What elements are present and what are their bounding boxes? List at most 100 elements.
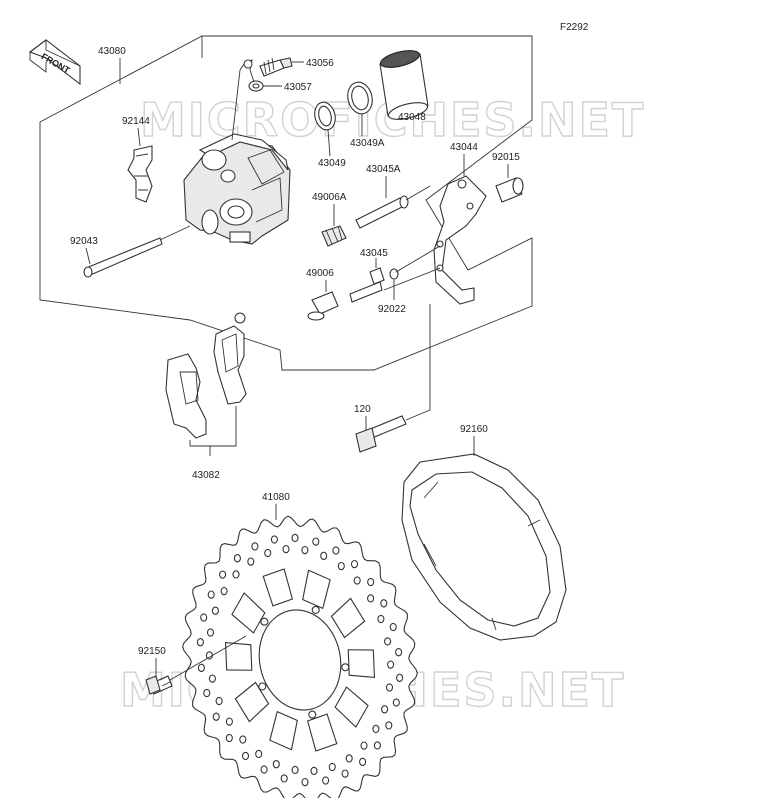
slide-pin (349, 267, 385, 303)
label-43057: 43057 (284, 82, 312, 93)
disc-hole (384, 637, 392, 646)
disc-hole (208, 674, 216, 683)
disc-hole (373, 741, 381, 750)
label-92043: 92043 (70, 236, 98, 247)
disc-hole (367, 594, 375, 603)
bleed-valve (259, 57, 293, 77)
disc-hole (367, 577, 375, 587)
label-43048: 43048 (398, 112, 426, 123)
disc-hole (211, 606, 219, 615)
disc-hole (282, 544, 290, 554)
disc-hole (225, 717, 233, 726)
disc-hole (385, 683, 394, 692)
label-49006a: 49006A (312, 192, 347, 203)
label-92022: 92022 (378, 304, 406, 315)
disc-hole (220, 586, 228, 596)
disc-hole (380, 599, 388, 608)
label-49006: 49006 (306, 268, 334, 279)
mounting-bolt (355, 415, 407, 453)
disc-hole (341, 769, 349, 778)
disc-window (306, 713, 338, 752)
disc-hole (232, 570, 240, 579)
disc-hole (215, 696, 223, 706)
disc-window (334, 686, 369, 728)
disc-hole (197, 663, 205, 672)
disc-hole (200, 613, 208, 622)
label-92150: 92150 (138, 646, 166, 657)
disc-bolt-hole (260, 617, 269, 626)
caliper-assembly-outline (39, 35, 533, 371)
label-92015: 92015 (492, 152, 520, 163)
label-92160: 92160 (460, 424, 488, 435)
label-43082: 43082 (192, 470, 220, 481)
disc-hole (372, 724, 380, 734)
disc-hole (203, 688, 211, 698)
disc-hole (225, 733, 233, 743)
disc-hole (377, 614, 385, 624)
disc-hole (251, 542, 259, 551)
label-120: 120 (354, 404, 371, 415)
disc-bolt (145, 675, 173, 695)
disc-hole (272, 760, 280, 769)
label-43045: 43045 (360, 248, 388, 259)
brake-pad-rear (165, 353, 207, 439)
disc-hole (389, 622, 397, 632)
label-41080: 41080 (262, 492, 290, 503)
boot (495, 177, 524, 203)
disc-hole (241, 751, 250, 761)
disc-bolt-hole (311, 605, 320, 614)
pad-pin (83, 237, 163, 278)
disc-hole (392, 698, 400, 707)
disc-hub (258, 609, 342, 711)
disc-hole (264, 548, 272, 558)
disc-hole (219, 570, 227, 579)
disc-hole (310, 766, 318, 776)
label-43056: 43056 (306, 58, 334, 69)
slide-pin-a (355, 195, 409, 229)
disc-hole (280, 774, 288, 783)
front-arrow-icon: FRONT (28, 39, 81, 86)
brake-caliper (183, 133, 291, 245)
disc-hole (360, 741, 368, 750)
piston (379, 50, 429, 120)
dust-seal (347, 81, 373, 115)
label-43049a: 43049A (350, 138, 385, 149)
disc-hole (270, 535, 278, 544)
disc-hole (387, 660, 395, 669)
label-43044: 43044 (450, 142, 478, 153)
disc-hole (196, 638, 204, 647)
disc-bolt-hole (308, 710, 317, 719)
disc-hole (337, 561, 345, 571)
disc-hole (395, 648, 403, 657)
label-43045a: 43045A (366, 164, 401, 175)
disc-window (302, 569, 331, 610)
circlip (389, 268, 399, 280)
disc-window (347, 649, 376, 679)
disc-hole (396, 673, 404, 682)
disc-window (224, 641, 253, 671)
diagram-code: F2292 (560, 22, 589, 33)
disc-hole (353, 576, 361, 585)
disc-window (269, 710, 298, 751)
rotor-guard (401, 453, 567, 641)
disc-hole (239, 735, 247, 744)
disc-hole (247, 557, 255, 566)
disc-hole (301, 777, 309, 787)
disc-hole (255, 749, 263, 759)
disc-hole (212, 712, 220, 721)
bleed-cap (231, 59, 264, 141)
label-92144: 92144 (122, 116, 150, 127)
disc-hole (359, 757, 367, 766)
caliper-bracket (433, 175, 487, 305)
disc-hole (350, 559, 359, 569)
disc-hole (328, 762, 336, 772)
pad-spring (127, 145, 153, 203)
piston-seal (314, 101, 336, 131)
brake-disc (182, 515, 418, 803)
disc-hole (312, 537, 320, 546)
disc-hole (301, 545, 309, 555)
disc-hole (291, 533, 299, 543)
disc-bolt-hole (341, 663, 350, 672)
